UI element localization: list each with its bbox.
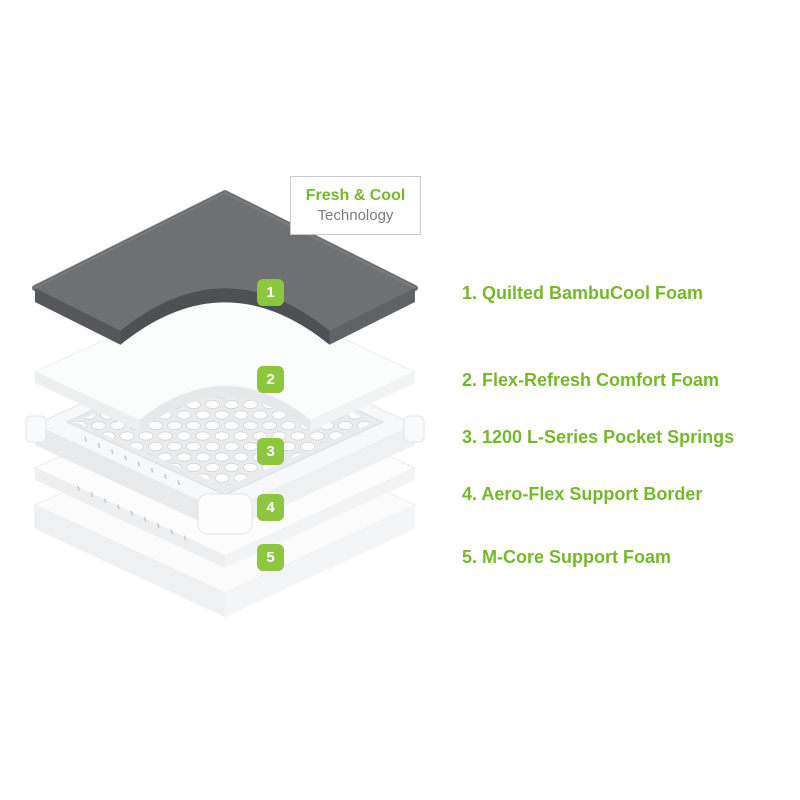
callout-subtitle: Technology	[317, 207, 394, 224]
legend-item-label: 4. Aero-Flex Support Border	[462, 484, 703, 504]
fresh-cool-callout: Fresh & Cool Technology	[290, 176, 421, 235]
layer2-comfort-foam-shape	[33, 283, 417, 432]
layer-number-badge: 2	[257, 366, 284, 393]
front-corner-cap	[197, 493, 253, 535]
layer-number-badge: 1	[257, 279, 284, 306]
legend-item-label: 2. Flex-Refresh Comfort Foam	[462, 370, 720, 390]
right-corner-tab	[403, 415, 425, 443]
layer-number-badge: 5	[257, 544, 284, 571]
layer-number-badge: 4	[257, 494, 284, 521]
legend-item-label: 1. Quilted BambuCool Foam	[462, 283, 704, 303]
legend-item-label: 3. 1200 L-Series Pocket Springs	[462, 427, 735, 447]
left-corner-tab	[25, 415, 47, 443]
legend-item-label: 5. M-Core Support Foam	[462, 547, 672, 567]
stitch-dashes	[77, 436, 187, 541]
layer-number-badge: 3	[257, 438, 284, 465]
callout-title: Fresh & Cool	[305, 187, 406, 204]
